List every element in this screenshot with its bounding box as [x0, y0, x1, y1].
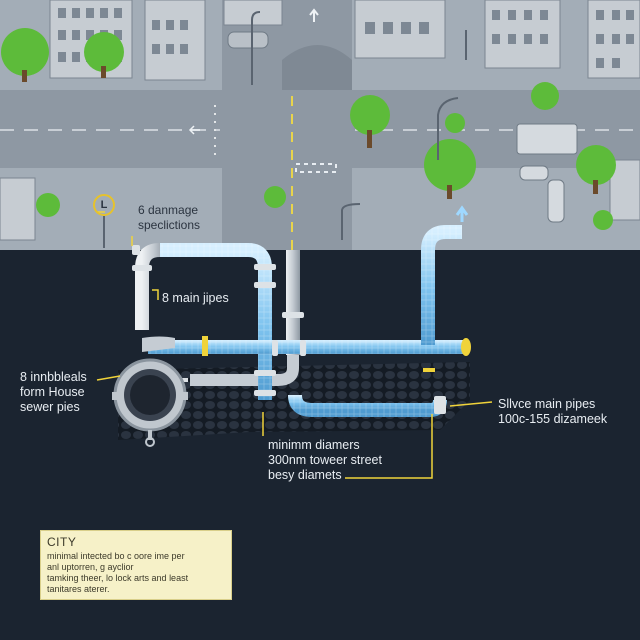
note-line: tamking theer, lo lock arts and least	[47, 573, 225, 584]
damage-spec-label: 6 danmage speclictions	[138, 203, 200, 233]
damage-spec-line: 6 danmage	[138, 203, 200, 218]
house-sewer-line: 8 innbbleals	[20, 370, 87, 385]
service-main-line: 100c-155 dizameek	[498, 412, 607, 427]
note-line: minimal intected bo c oore ime per	[47, 551, 225, 562]
diameters-label: minimm diamers 300nm toweer street besy …	[268, 438, 382, 483]
main-pipes-label: 8 main jipes	[162, 291, 229, 306]
house-sewer-label: 8 innbbleals form House sewer pies	[20, 370, 87, 415]
house-sewer-line: form House	[20, 385, 87, 400]
diameters-line: 300nm toweer street	[268, 453, 382, 468]
diameters-line: minimm diamers	[268, 438, 382, 453]
note-line: tanitares aterer.	[47, 584, 225, 595]
service-main-line: Sllvce main pipes	[498, 397, 607, 412]
damage-spec-line: speclictions	[138, 218, 200, 233]
service-main-label: Sllvce main pipes 100c-155 dizameek	[498, 397, 607, 427]
note-title: CITY	[47, 535, 225, 549]
diameters-line: besy diamets	[268, 468, 382, 483]
street-sign: L	[93, 194, 115, 216]
house-sewer-line: sewer pies	[20, 400, 87, 415]
note-line: anl uptorren, g ayclior	[47, 562, 225, 573]
city-note-box: CITY minimal intected bo c oore ime per …	[40, 530, 232, 600]
